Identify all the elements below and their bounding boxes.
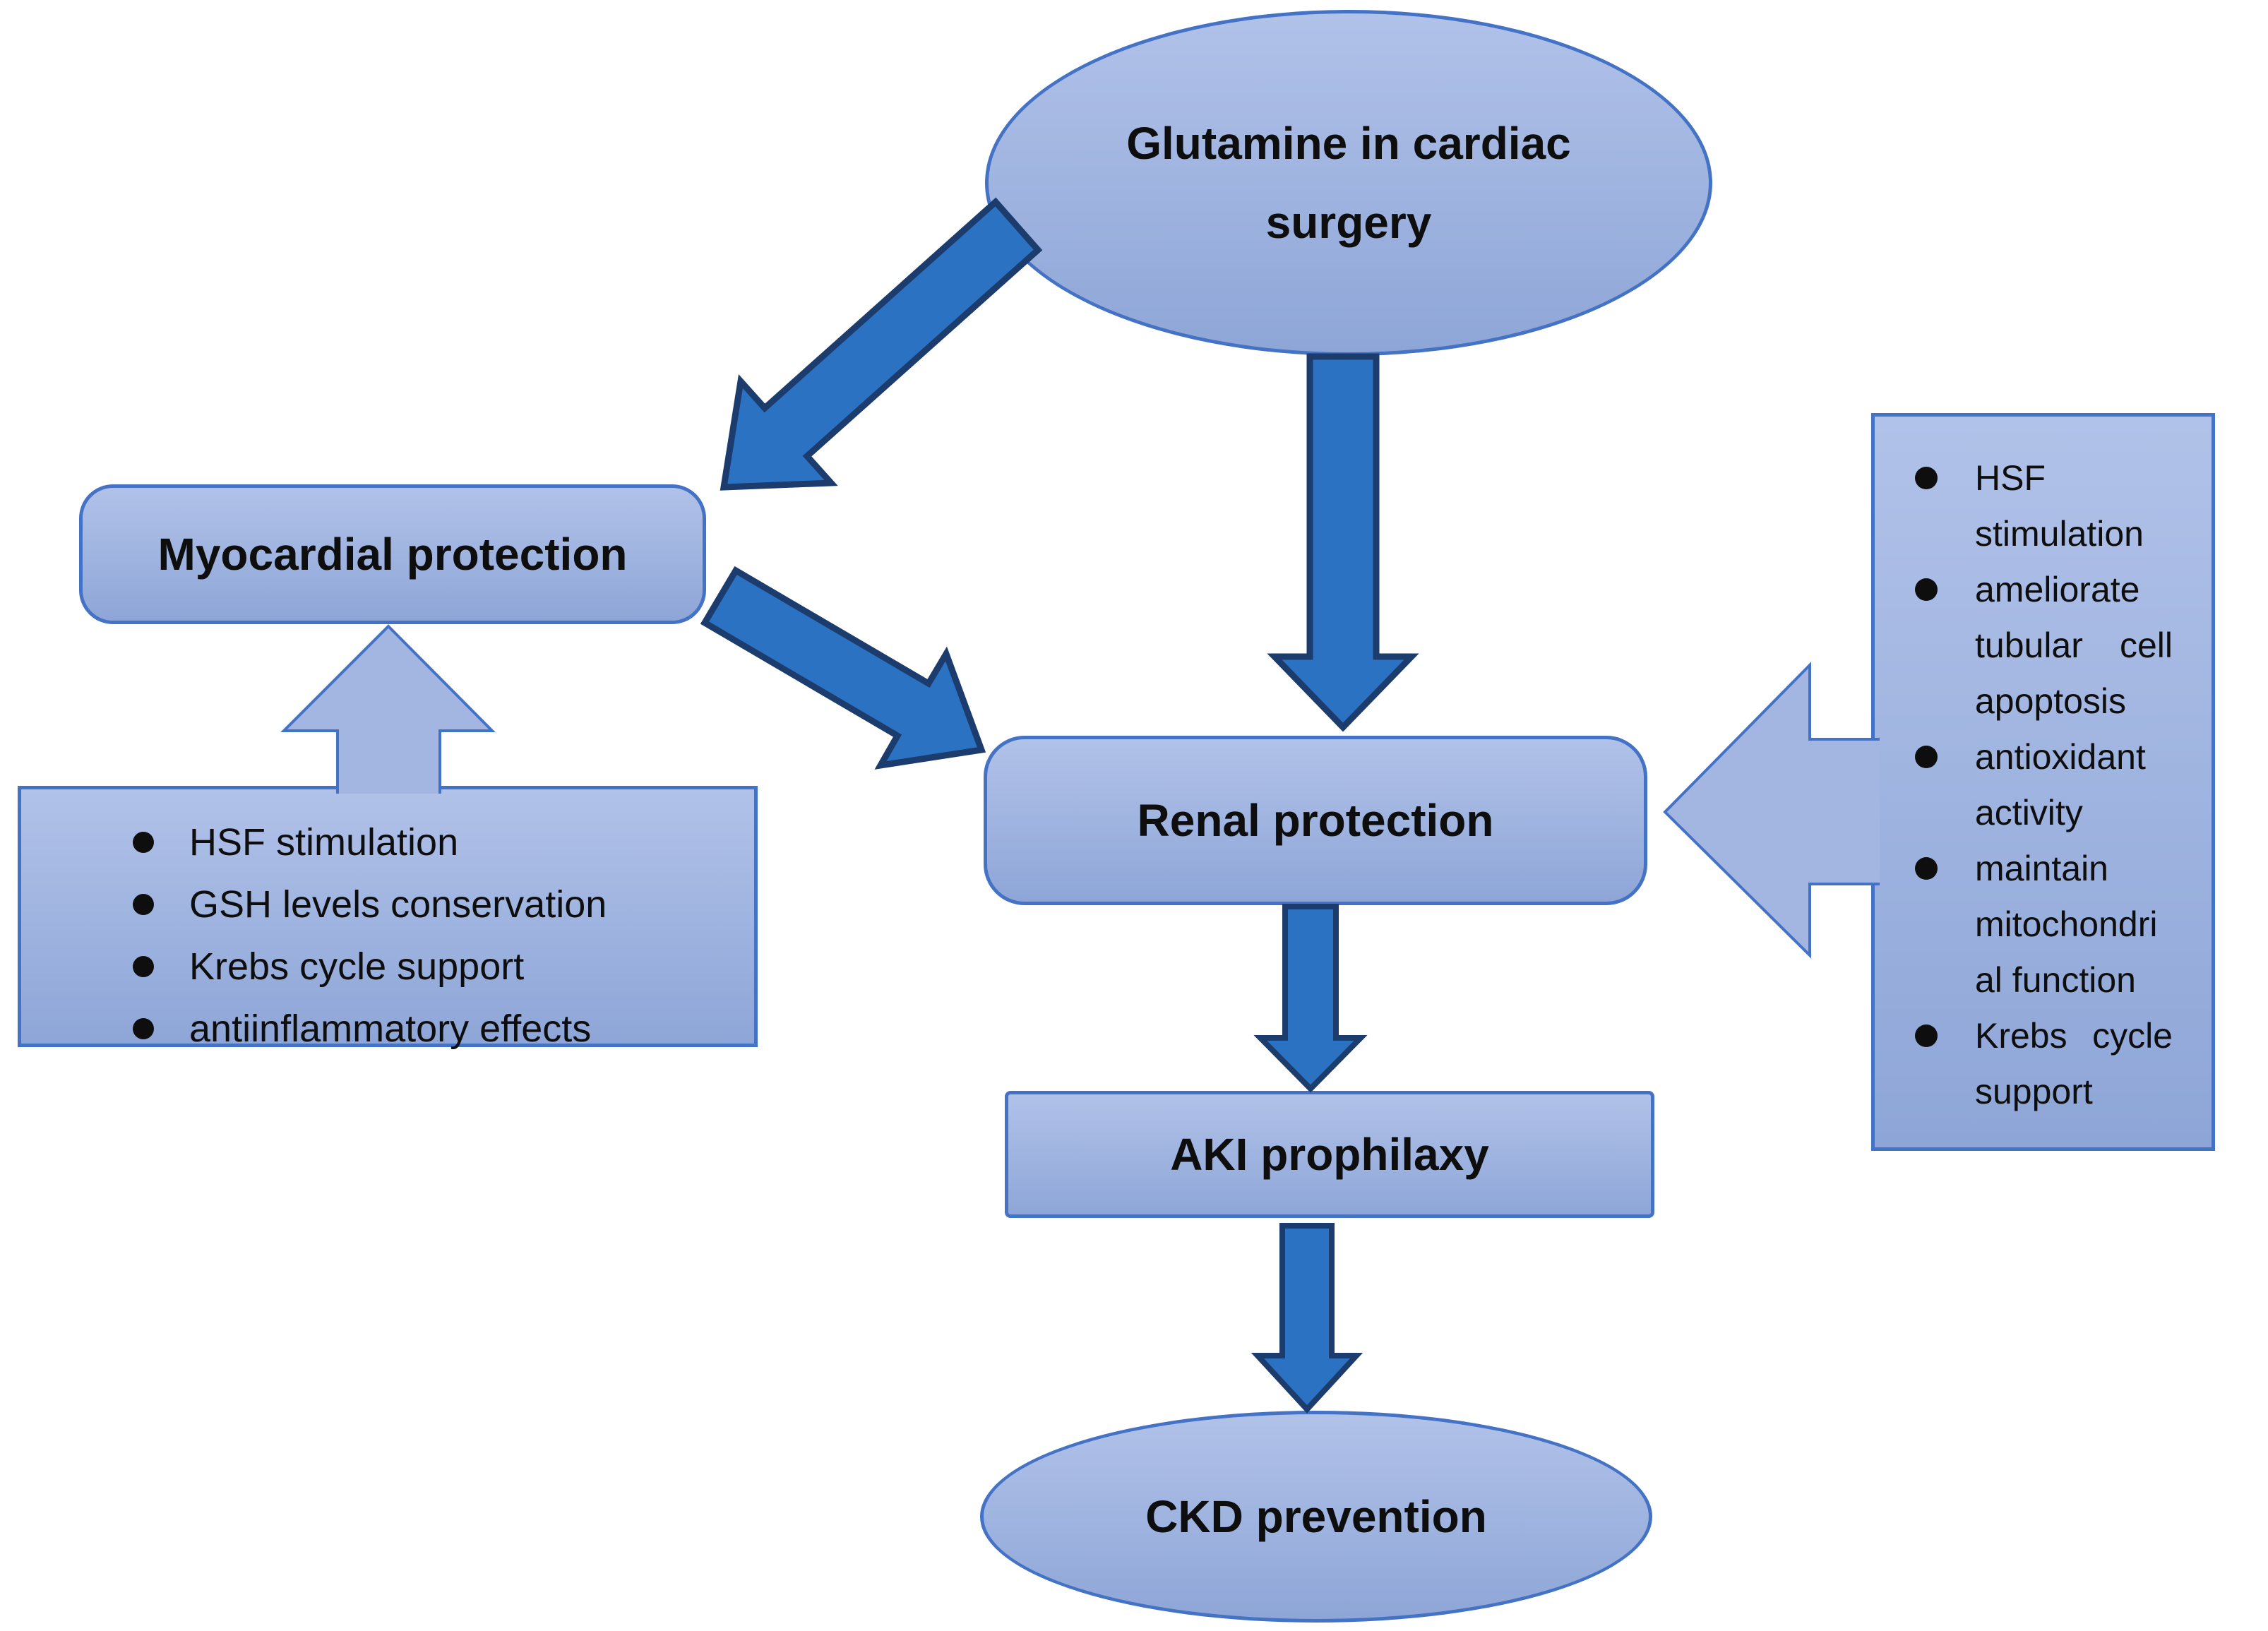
list-item-text: HSF stimulation — [189, 821, 459, 864]
node-glutamine-label: Glutamine in cardiac surgery — [1126, 118, 1571, 248]
bullet-dot-icon — [1915, 857, 1938, 880]
myocardial-benefits-panel: HSF stimulation GSH levels conservation … — [18, 786, 758, 1049]
node-ckd-label: CKD prevention — [1145, 1491, 1487, 1542]
arrow-glutamine-to-renal — [1267, 353, 1419, 732]
list-item: Krebs cycle support — [1915, 1008, 2197, 1120]
node-ckd-ellipse: CKD prevention — [980, 1411, 1652, 1623]
list-item: GSH levels conservation — [133, 884, 740, 925]
bullet-dot-icon — [133, 832, 154, 853]
node-myocardial-box: Myocardial protection — [79, 484, 706, 624]
bullet-dot-icon — [1915, 746, 1938, 768]
node-renal-box: Renal protection — [984, 736, 1647, 905]
arrow-myocardial-to-renal — [700, 566, 986, 770]
block-arrow-benefits-to-renal — [1663, 662, 1880, 959]
list-item: Krebs cycle support — [133, 946, 740, 987]
list-item-text: Krebs cycle support — [1975, 1016, 2173, 1111]
node-glutamine-ellipse: Glutamine in cardiac surgery — [985, 10, 1712, 356]
arrow-glutamine-to-myocardial — [720, 197, 1043, 491]
list-item-text: antioxidant activity — [1975, 737, 2146, 832]
list-item-text: HSF stimulation — [1975, 458, 2144, 554]
bullet-dot-icon — [133, 956, 154, 977]
block-arrow-benefits-to-myocardial — [280, 624, 496, 794]
node-myocardial-label: Myocardial protection — [157, 529, 628, 580]
list-item: HSF stimulation — [1915, 450, 2197, 562]
renal-benefits-panel: HSF stimulation ameliorate tubular cell … — [1871, 413, 2215, 1151]
node-renal-label: Renal protection — [1137, 795, 1494, 846]
bullet-dot-icon — [1915, 467, 1938, 489]
myocardial-benefits-list: HSF stimulation GSH levels conservation … — [21, 789, 754, 1049]
node-aki-label: AKI prophilaxy — [1170, 1129, 1489, 1180]
bullet-dot-icon — [133, 1018, 154, 1039]
bullet-dot-icon — [1915, 1024, 1938, 1047]
list-item-text: Krebs cycle support — [189, 945, 525, 988]
list-item: HSF stimulation — [133, 822, 740, 863]
bullet-dot-icon — [133, 894, 154, 915]
arrow-renal-to-aki — [1253, 904, 1368, 1093]
list-item: maintain mitochondrial function — [1915, 841, 2197, 1008]
list-item: antioxidant activity — [1915, 729, 2197, 841]
list-item: antiinflammatory effects — [133, 1008, 740, 1049]
arrow-aki-to-ckd — [1251, 1223, 1363, 1414]
node-aki-box: AKI prophilaxy — [1005, 1091, 1654, 1218]
list-item-text: maintain mitochondrial function — [1975, 849, 2158, 1000]
list-item-text: GSH levels conservation — [189, 883, 607, 926]
list-item-text: antiinflammatory effects — [189, 1008, 592, 1050]
list-item-text: ameliorate tubular cell apoptosis — [1975, 570, 2173, 721]
bullet-dot-icon — [1915, 578, 1938, 601]
list-item: ameliorate tubular cell apoptosis — [1915, 562, 2197, 729]
renal-benefits-list: HSF stimulation ameliorate tubular cell … — [1875, 417, 2212, 1120]
